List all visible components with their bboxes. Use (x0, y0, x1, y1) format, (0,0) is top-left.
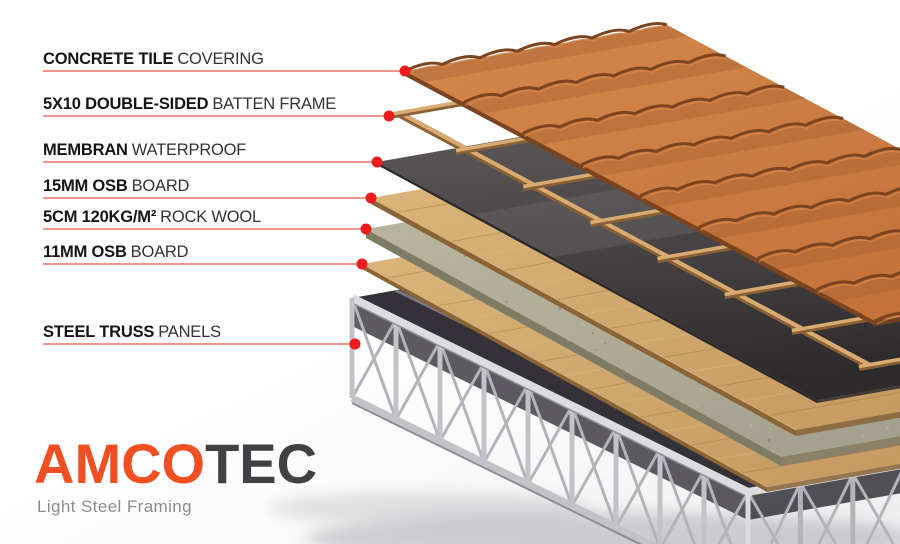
logo: AMCOTEC Light Steel Framing (34, 436, 317, 517)
label-regular-text: ROCK WOOL (160, 208, 261, 226)
label-bold-text: 5X10 DOUBLE-SIDED (43, 95, 209, 113)
red-dot (365, 192, 377, 204)
label-bold-text: CONCRETE TILE (43, 50, 174, 68)
label-regular-text: BATTEN FRAME (212, 95, 337, 113)
logo-amco: AMCO (34, 432, 206, 495)
label-regular-text: PANELS (158, 323, 221, 341)
red-dot (399, 65, 411, 77)
layer-concrete-tile-covering (404, 21, 900, 326)
label-bold-text: STEEL TRUSS (43, 323, 155, 341)
label-regular-text: BOARD (130, 243, 189, 261)
label-bold-text: 15MM OSB (43, 177, 128, 195)
logo-tec: TEC (205, 432, 318, 495)
red-dot (349, 338, 361, 350)
label-regular-text: COVERING (177, 50, 264, 68)
label-regular-text: BOARD (131, 177, 190, 195)
connectors (43, 65, 411, 350)
label-bold-text: MEMBRAN (43, 141, 128, 159)
red-dot (356, 258, 368, 270)
label-regular-text: WATERPROOF (131, 141, 247, 159)
label-bold-text: 5CM 120KG/M² (43, 208, 157, 226)
layer-ground-shadow (270, 492, 900, 544)
logo-tagline: Light Steel Framing (37, 497, 193, 516)
red-dot (383, 110, 395, 122)
label-bold-text: 11MM OSB (43, 243, 127, 261)
red-dot (360, 223, 372, 235)
red-dot (371, 156, 383, 168)
logo-wordmark: AMCOTEC (34, 436, 317, 492)
